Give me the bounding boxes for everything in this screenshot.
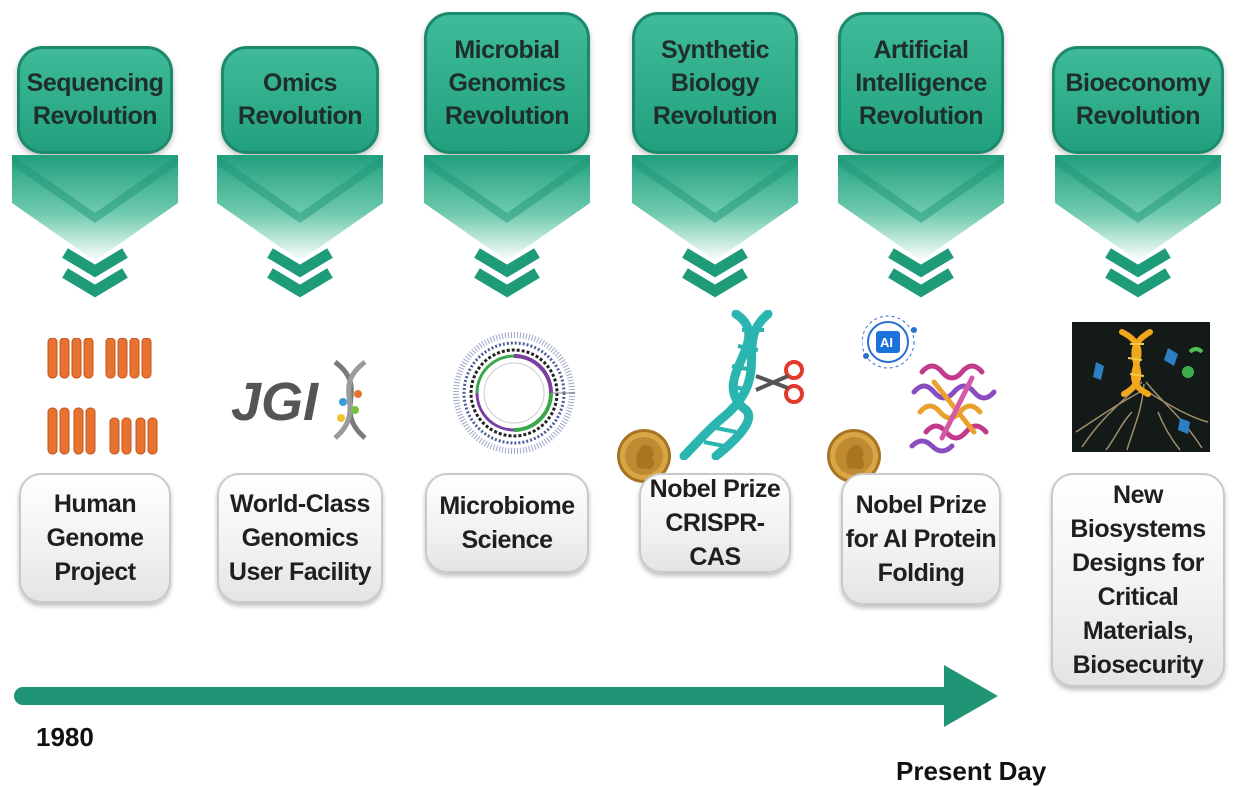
chevron-down-icon <box>424 155 590 298</box>
outcome-label: Human Genome Project <box>19 473 171 603</box>
outcome-label: New Biosystems Designs for Critical Mate… <box>1051 473 1225 687</box>
timeline-start-label: 1980 <box>36 722 94 752</box>
circular-genome-map-icon <box>453 332 575 454</box>
nobel-medal-icon <box>617 429 671 483</box>
outcome-label: World-Class Genomics User Facility <box>217 473 383 603</box>
chevron-down-icon <box>838 155 1004 298</box>
dna-roots-icon <box>1072 322 1210 452</box>
revolution-label: Microbial Genomics Revolution <box>424 12 590 154</box>
column-bioeconomy: Bioeconomy Revolution <box>1051 0 1225 786</box>
svg-text:JGI: JGI <box>231 372 319 432</box>
timeline-arrow <box>14 665 998 727</box>
nobel-medal-icon <box>827 429 881 483</box>
revolution-label: Sequencing Revolution <box>17 46 173 154</box>
jgi-logo: JGI <box>231 360 367 440</box>
column-synthetic: Synthetic Biology Revolution <box>617 0 804 786</box>
column-microbial: Microbial Genomics Revolution Microbiome… <box>424 0 590 786</box>
outcome-label: Microbiome Science <box>425 473 589 573</box>
svg-text:AI: AI <box>880 335 893 350</box>
dna-scissors-icon <box>679 310 804 460</box>
chevron-down-icon <box>217 155 383 298</box>
revolution-label: Synthetic Biology Revolution <box>632 12 798 154</box>
ai-protein-icon: AI <box>862 315 997 454</box>
column-omics: Omics Revolution JGI World-Class Genomic… <box>217 0 383 786</box>
revolution-label: Omics Revolution <box>221 46 379 154</box>
revolution-label: Artificial Intelligence Revolution <box>838 12 1004 154</box>
outcome-label: Nobel Prize for AI Protein Folding <box>841 473 1001 605</box>
chevron-down-icon <box>1055 155 1221 298</box>
column-ai: Artificial Intelligence Revolution AI <box>827 0 1004 786</box>
revolution-label: Bioeconomy Revolution <box>1052 46 1224 154</box>
timeline-end-label: Present Day <box>896 756 1047 786</box>
chevron-down-icon <box>12 155 178 298</box>
column-sequencing: Sequencing Revolution Human Genome Proje… <box>12 0 178 786</box>
chevron-down-icon <box>632 155 798 298</box>
chromosomes-icon <box>47 338 158 455</box>
outcome-label: Nobel Prize CRISPR-CAS <box>639 473 791 573</box>
